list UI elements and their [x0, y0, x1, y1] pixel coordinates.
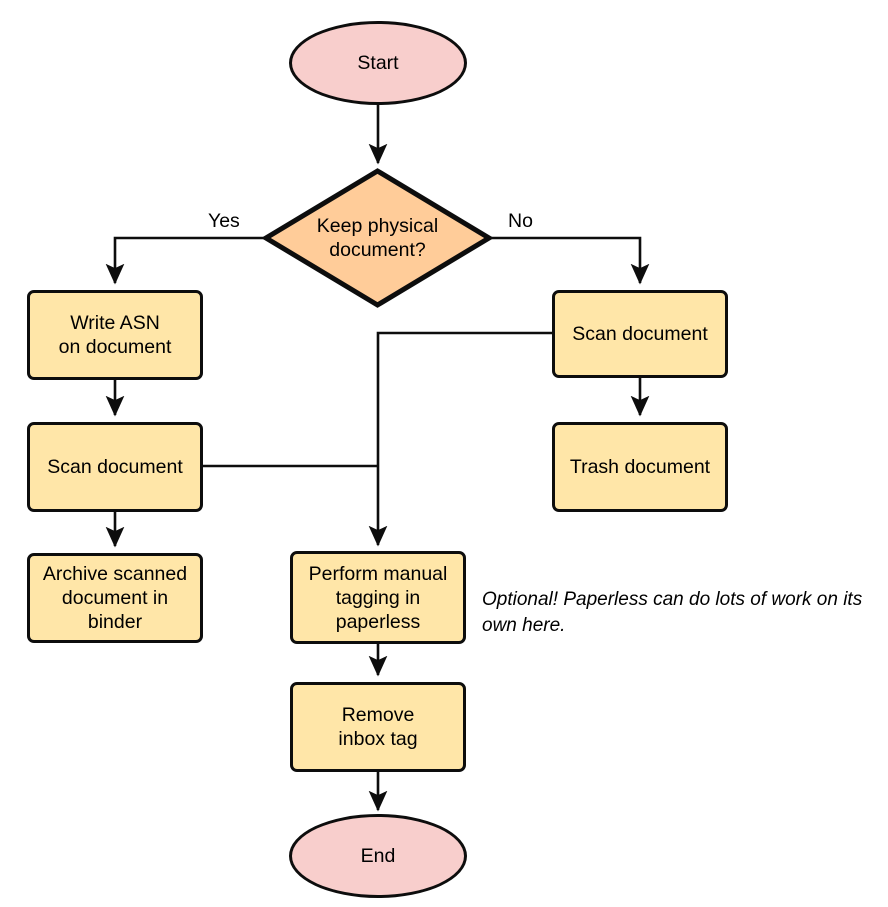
node-keep-physical-document-decision[interactable]: Keep physical document? [263, 168, 492, 308]
node-scan-document-left-label: Scan document [47, 456, 183, 478]
node-write-asn-label: Write ASN on document [58, 312, 172, 358]
node-scan-document-left[interactable]: Scan document [27, 422, 203, 512]
node-end-label: End [360, 845, 396, 867]
node-end[interactable]: End [289, 814, 467, 898]
node-archive-label: Archive scanned document in binder [42, 563, 188, 633]
node-write-asn-on-document[interactable]: Write ASN on document [27, 290, 203, 380]
node-remove-inbox-label: Remove inbox tag [338, 704, 418, 750]
node-archive-scanned-document[interactable]: Archive scanned document in binder [27, 553, 203, 643]
optional-note: Optional! Paperless can do lots of work … [482, 589, 863, 636]
node-decision-label: Keep physical document? [316, 215, 439, 261]
diamond-shape [263, 168, 492, 308]
node-trash-document-label: Trash document [569, 456, 711, 478]
node-scan-document-right-label: Scan document [572, 323, 708, 345]
node-remove-inbox-tag[interactable]: Remove inbox tag [290, 682, 466, 772]
node-start[interactable]: Start [289, 21, 467, 105]
edge-decision-yes-to-write-asn [105, 236, 265, 285]
edge-decision-no-to-scan-right [490, 236, 650, 285]
edge-label-no: No [508, 210, 533, 232]
node-tagging-label: Perform manual tagging in paperless [308, 562, 448, 633]
edge-scan-right-to-tagging [368, 331, 552, 547]
node-trash-document[interactable]: Trash document [552, 422, 728, 512]
edge-label-yes: Yes [208, 210, 240, 232]
node-perform-manual-tagging[interactable]: Perform manual tagging in paperless [290, 551, 466, 644]
node-start-label: Start [357, 52, 399, 74]
node-scan-document-right[interactable]: Scan document [552, 290, 728, 378]
